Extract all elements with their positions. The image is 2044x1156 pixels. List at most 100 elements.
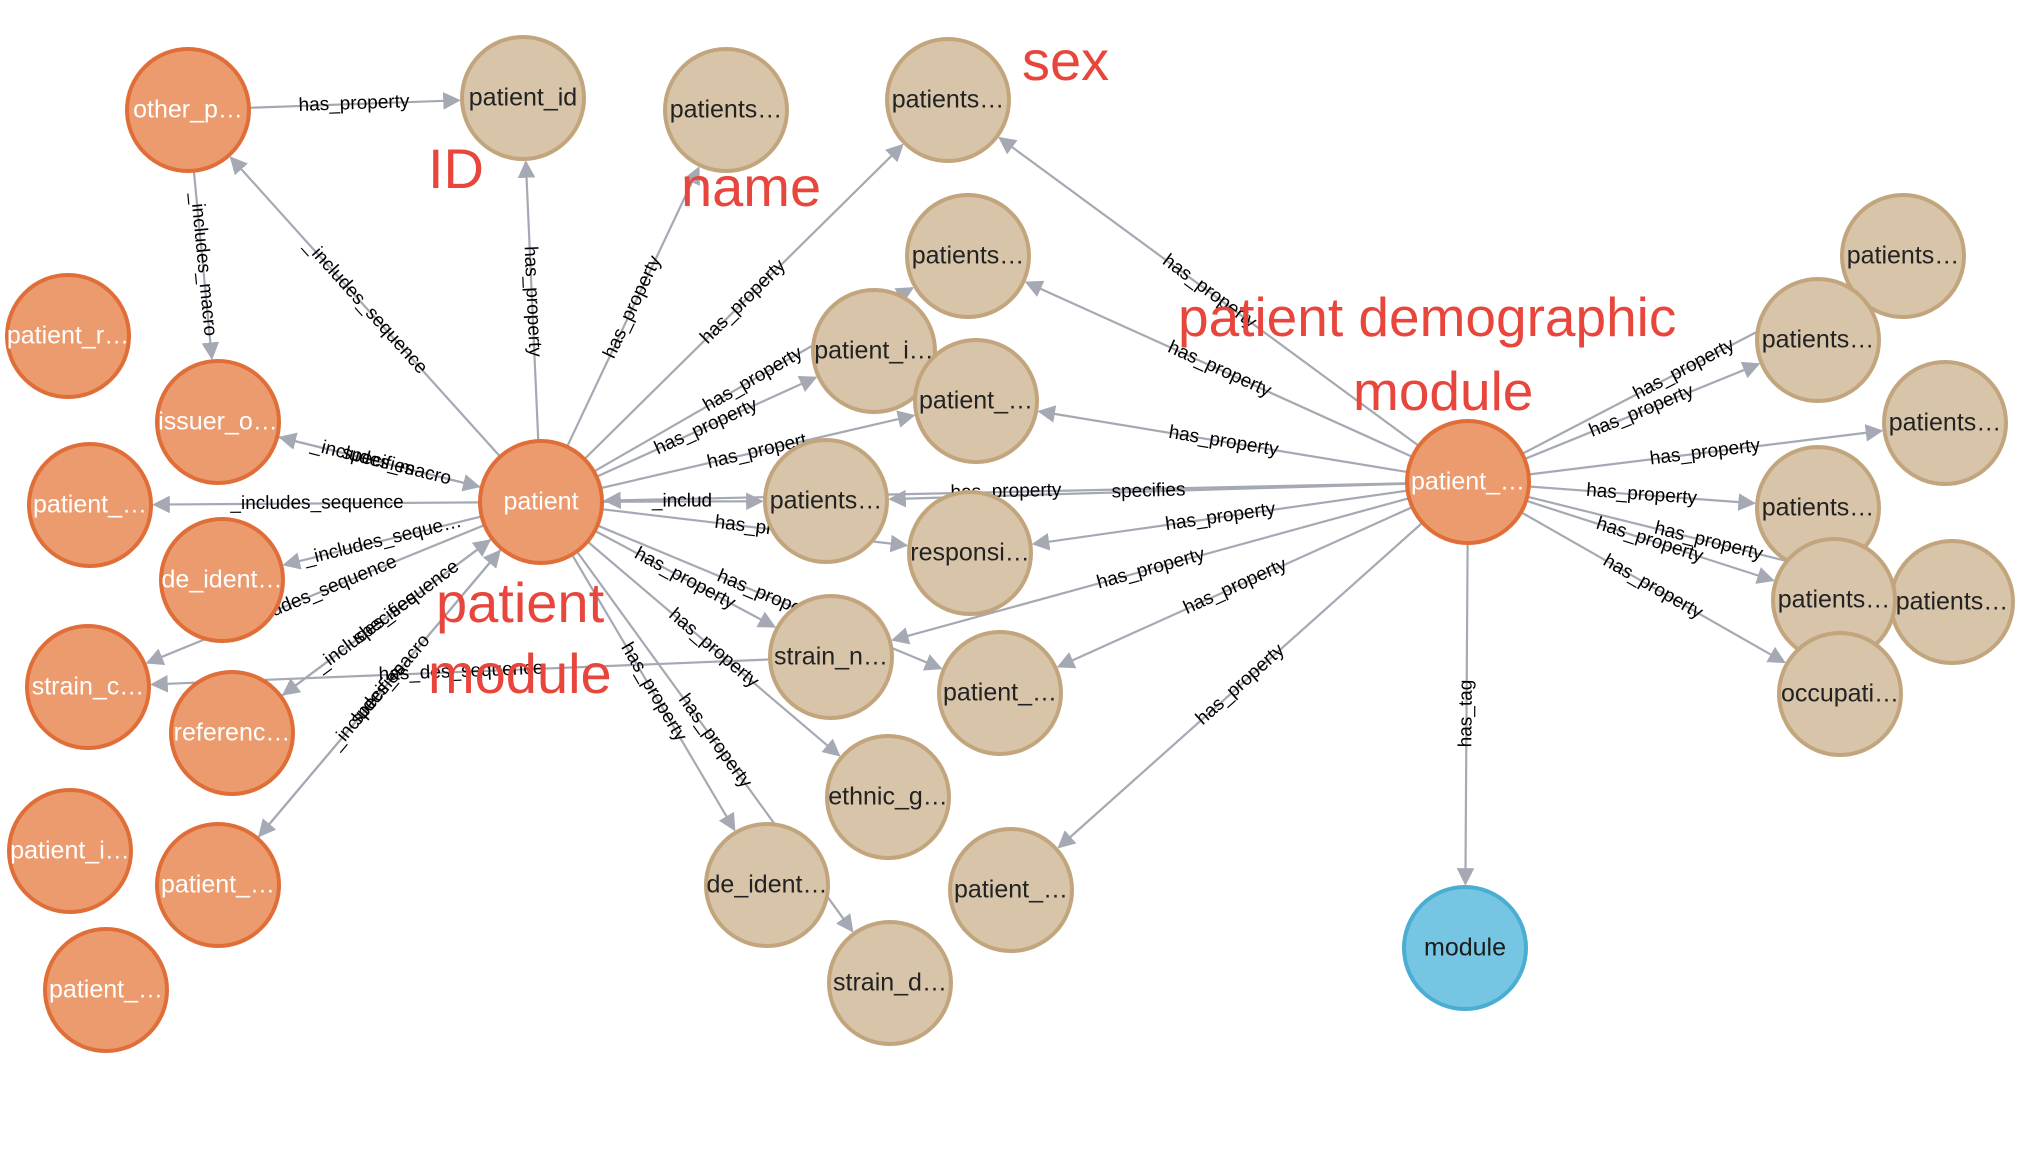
node-circle[interactable] [885,37,1011,163]
node-circle[interactable] [1402,885,1528,1011]
node-occupati[interactable]: occupati… [1777,631,1903,757]
node-patients-c2[interactable]: patients… [763,438,889,564]
node-circle[interactable] [907,490,1033,616]
node-circle[interactable] [155,822,281,948]
node-circle[interactable] [1755,277,1881,403]
node-circle[interactable] [948,827,1074,953]
node-other-p[interactable]: other_p… [125,47,251,173]
edge-label-text: has_property [1649,435,1762,470]
node-r-patients4[interactable]: patients… [1755,445,1881,571]
node-circle[interactable] [43,927,169,1053]
node-patient-l1[interactable]: patient_… [27,442,153,568]
node-strain-d[interactable]: strain_d… [827,920,953,1046]
node-circle[interactable] [825,734,951,860]
node-patient-i-l[interactable]: patient_i… [7,788,133,914]
node-label: patient_i… [10,837,130,865]
edge-patient_demo-to-r_patients2 [1524,361,1761,461]
node-circle[interactable] [827,920,953,1046]
node-circle[interactable] [169,670,295,796]
edge-patient_demo-to-occupati [1520,511,1786,664]
node-r-patients1[interactable]: patients… [1840,193,1966,319]
node-circle[interactable] [25,624,151,750]
edge-patient-to-ethnic_g [586,540,841,757]
node-label: strain_n… [774,643,888,671]
node-circle[interactable] [7,788,133,914]
annotation-patient-module: module [428,642,612,705]
node-patient-l2[interactable]: patient_… [155,822,281,948]
node-circle[interactable] [768,594,894,720]
node-label: de_ident… [162,566,283,594]
edge-label-text: has_property [665,604,763,692]
node-patient-c1[interactable]: patient_… [913,338,1039,464]
node-circle[interactable] [1840,193,1966,319]
node-patient-r[interactable]: patient_r… [5,273,131,399]
edge-patient_demo-to-patient_c1 [1037,405,1408,474]
node-de-ident-m[interactable]: de_ident… [159,517,285,643]
node-patients-u1[interactable]: patients… [905,193,1031,319]
edge-other_p-to-patient_id [248,92,461,110]
edge-patient-to-issuer_o [278,432,483,489]
node-circle[interactable] [5,273,131,399]
node-patient[interactable]: patient [478,439,604,565]
node-de-ident-p[interactable]: de_ident… [704,822,830,948]
edge-label-text: has_property [520,246,546,358]
node-patient-c3[interactable]: patient_… [937,630,1063,756]
edges-layer [145,92,1892,933]
node-referenc[interactable]: referenc… [169,670,295,796]
node-responsi[interactable]: responsi… [907,490,1033,616]
node-circle[interactable] [704,822,830,948]
node-circle[interactable] [125,47,251,173]
node-circle[interactable] [478,439,604,565]
edge-label-patient-to-patients_c2: _includ [651,490,712,511]
edge-label-text: _includes_macro [186,191,221,337]
node-ethnic-g[interactable]: ethnic_g… [825,734,951,860]
node-circle[interactable] [905,193,1031,319]
node-circle[interactable] [811,288,937,414]
edge-label-patient-to-patient_l1: _includes_sequence [229,492,403,514]
node-circle[interactable] [1882,360,2008,486]
node-module[interactable]: module [1402,885,1528,1011]
node-patients-name[interactable]: patients… [663,47,789,173]
node-circle[interactable] [763,438,889,564]
node-patient-i-c[interactable]: patient_i… [811,288,937,414]
node-issuer-o[interactable]: issuer_o… [155,359,281,485]
node-strain-n[interactable]: strain_n… [768,594,894,720]
node-r-patients2[interactable]: patients… [1755,277,1881,403]
edge-label-patient-to-ethnic_g: has_property [665,604,763,692]
node-r-patients6[interactable]: patients… [1771,537,1897,663]
node-r-patients5[interactable]: patients… [1889,539,2015,665]
edge-label-text: has_tag [1455,680,1476,748]
node-circle[interactable] [663,47,789,173]
node-label: patients… [1847,242,1960,270]
edge-patient_demo-to-patients_u1 [1024,280,1413,458]
edge-label-patient_demo-to-patients_c2: specifies [1111,479,1186,502]
edge-label-patient_demo-to-r_patients3: has_property [1649,435,1762,470]
node-label: strain_d… [833,969,947,997]
node-label: patient_r… [7,322,129,350]
node-patient-l3[interactable]: patient_… [43,927,169,1053]
node-circle[interactable] [1777,631,1903,757]
annotations-layer: sex ID name patient demographic module p… [428,29,1676,705]
node-circle[interactable] [155,359,281,485]
node-label: strain_c… [32,673,145,701]
node-label: patients… [1889,409,2002,437]
node-circle[interactable] [1405,419,1531,545]
node-label: referenc… [174,719,291,747]
edge-patient-to-patient_l1 [152,495,481,514]
edge-label-patient_demo-to-responsi: has_property [1164,499,1277,536]
node-circle[interactable] [937,630,1063,756]
node-strain-c[interactable]: strain_c… [25,624,151,750]
node-circle[interactable] [460,35,586,161]
node-patients-sex[interactable]: patients… [885,37,1011,163]
node-patient-id[interactable]: patient_id [460,35,586,161]
node-patient-demo[interactable]: patient_… [1405,419,1531,545]
node-circle[interactable] [159,517,285,643]
node-circle[interactable] [27,442,153,568]
annotation-name: name [681,155,821,218]
node-circle[interactable] [913,338,1039,464]
node-patient-c4[interactable]: patient_… [948,827,1074,953]
node-r-patients3[interactable]: patients… [1882,360,2008,486]
edge-label-text: has_property [1095,544,1208,594]
edge-patient_demo-to-r_patients4 [1528,485,1756,511]
